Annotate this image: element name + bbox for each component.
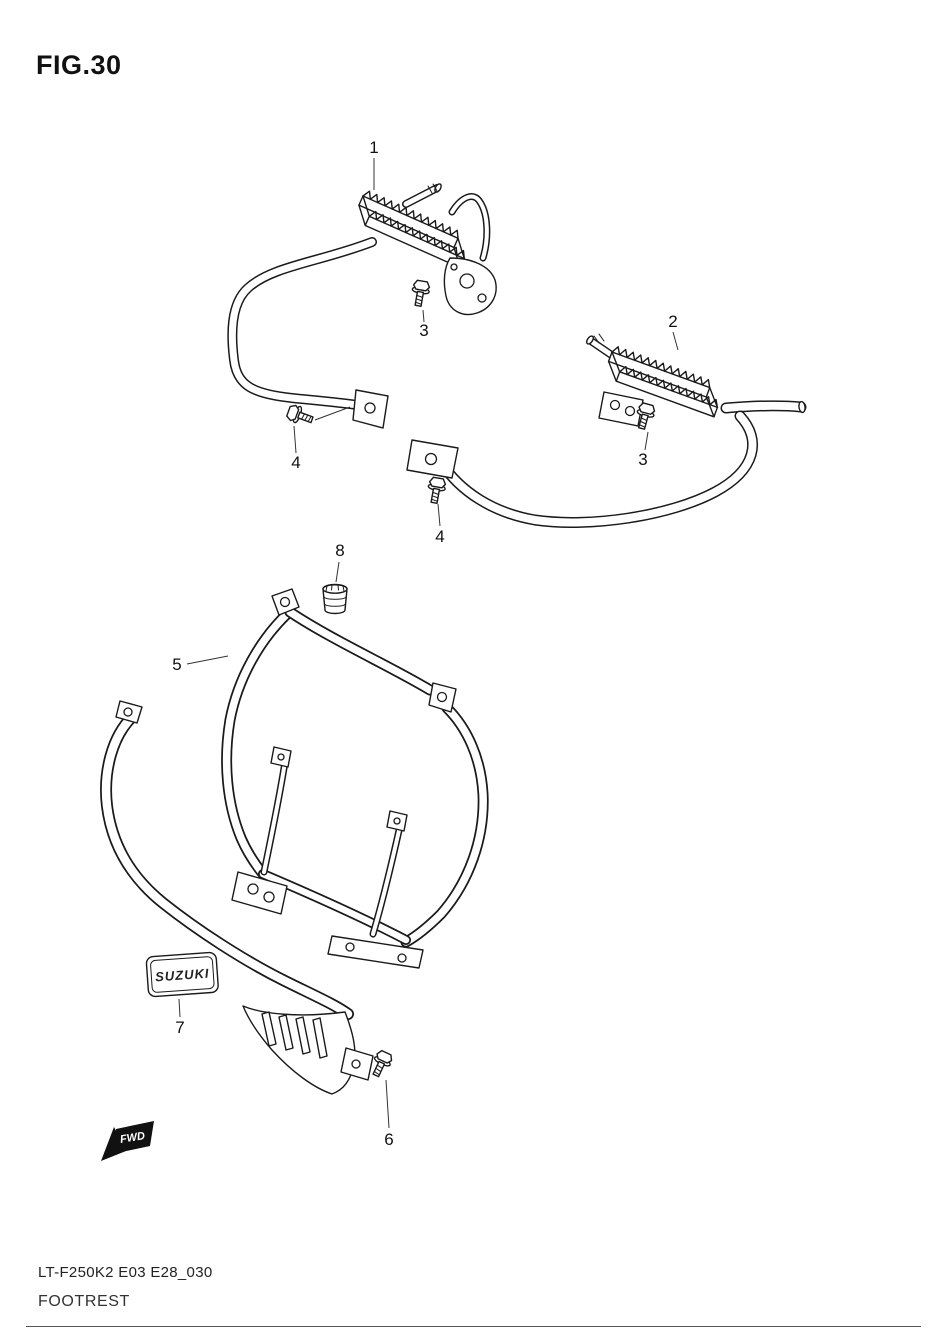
callout-1: 1 xyxy=(369,138,378,157)
suzuki-emblem: SUZUKI xyxy=(145,951,219,998)
leader-line-4b xyxy=(437,503,441,527)
callout-6: 6 xyxy=(384,1130,393,1149)
footrest-left-assembly xyxy=(406,333,806,522)
leader-line-4a xyxy=(293,425,297,454)
callout-2: 2 xyxy=(668,312,677,331)
page-bottom-rule xyxy=(26,1326,921,1327)
callout-5: 5 xyxy=(172,655,181,674)
footer-figure-name: FOOTREST xyxy=(38,1293,130,1310)
callout-4b: 4 xyxy=(435,527,444,546)
leader-line-7 xyxy=(178,998,181,1018)
footrest-left-bracket xyxy=(598,391,644,427)
guard-skid-plate xyxy=(242,1005,356,1095)
leader-line-5 xyxy=(186,655,229,665)
pin-end xyxy=(586,335,594,345)
footrest-right-mount-plate xyxy=(443,257,497,316)
callout-7: 7 xyxy=(175,1018,184,1037)
bolt-4b xyxy=(424,475,448,505)
guard-bolt-tab xyxy=(340,1047,374,1081)
guard-bracket-lower xyxy=(327,935,424,969)
emblem-text: SUZUKI xyxy=(155,966,210,985)
leader-line-3a xyxy=(422,309,425,323)
guard-mount-tab-right xyxy=(428,682,457,713)
callout-3b: 3 xyxy=(638,450,647,469)
fwd-flag xyxy=(112,1121,154,1154)
footrest-right-lower-bracket xyxy=(352,389,389,429)
tube-open-end xyxy=(798,400,806,414)
footrest-right-plate xyxy=(358,190,465,269)
figure-title: FIG.30 xyxy=(36,50,122,80)
footer-model-code: LT-F250K2 E03 E28_030 xyxy=(38,1264,213,1281)
footrest-left-plate xyxy=(607,346,719,418)
guard-bracket-left xyxy=(231,871,288,915)
bolt-4a xyxy=(284,402,316,429)
guard-brace-tab-left xyxy=(270,746,292,768)
callout-8: 8 xyxy=(335,541,344,560)
footrest-right-assembly xyxy=(232,183,497,429)
leader-line-6 xyxy=(385,1079,390,1129)
callout-4a: 4 xyxy=(291,453,300,472)
rubber-cap xyxy=(322,583,348,615)
leader-line-2 xyxy=(672,331,679,351)
fwd-arrowhead-icon xyxy=(101,1127,126,1161)
footrest-guard-assembly xyxy=(106,588,483,1095)
leader-line-8 xyxy=(335,561,340,583)
guard-mount-tab-left xyxy=(271,588,300,616)
fwd-label: FWD xyxy=(119,1130,146,1146)
guard-hoop-top-tab xyxy=(115,700,143,724)
leader-line-3b xyxy=(644,431,649,451)
bolt-3a xyxy=(408,278,432,308)
leader-line-4a-part xyxy=(314,406,351,421)
footrest-left-frame-bracket xyxy=(406,439,459,479)
fwd-indicator: FWD xyxy=(101,1121,154,1161)
callout-3a: 3 xyxy=(419,321,428,340)
guard-brace-tab-right xyxy=(386,810,408,832)
